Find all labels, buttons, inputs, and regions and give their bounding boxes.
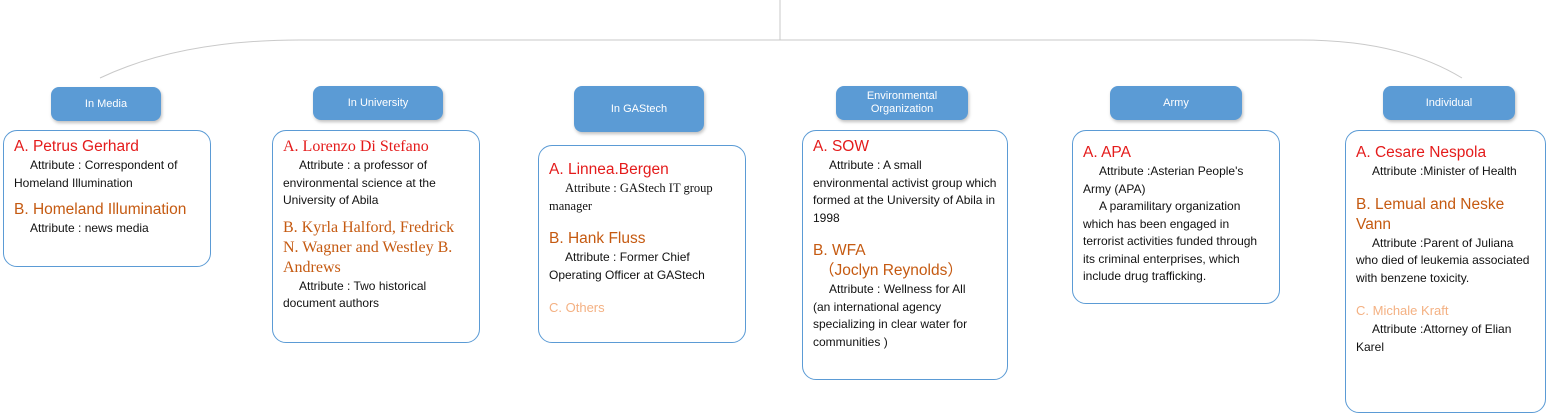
entry-name: A. Cesare Nespola xyxy=(1356,144,1487,161)
entry-name: A. Petrus Gerhard xyxy=(14,138,139,155)
entry-attribute: Attribute :Parent of Juliana who died of… xyxy=(1356,235,1530,285)
tag-in-university: In University xyxy=(313,86,443,120)
entry-name: A. SOW xyxy=(813,138,869,155)
entry-attribute: Attribute : A small environmental activi… xyxy=(813,158,997,225)
entry-name: A. APA xyxy=(1083,144,1131,161)
entry-attribute: Attribute : Wellness for All xyxy=(829,282,966,296)
entry-name: A. Lorenzo Di Stefano xyxy=(283,138,429,155)
card-in-media: A. Petrus Gerhard Attribute : Correspond… xyxy=(3,130,211,267)
entry-detail: A paramilitary organization which has be… xyxy=(1083,199,1258,283)
tag-in-media: In Media xyxy=(51,87,161,121)
entry-attribute: Attribute : a professor of environmental… xyxy=(283,158,436,207)
entry-attribute: Attribute : Two historical document auth… xyxy=(283,278,427,311)
entry-attribute: Attribute : GAStech IT group manager xyxy=(549,181,713,213)
entry-attribute: Attribute : Correspondent of Homeland Il… xyxy=(14,158,178,190)
card-army: A. APA Attribute :Asterian People's Army… xyxy=(1072,130,1280,304)
card-in-gastech: A. Linnea.Bergen Attribute : GAStech IT … xyxy=(538,145,746,343)
tag-label: In University xyxy=(347,96,409,109)
entry-name: B. Kyrla Halford, Fredrick N. Wagner and… xyxy=(283,218,455,276)
entry-attribute: Attribute :Asterian People's Army (APA) xyxy=(1083,164,1244,196)
tag-army: Army xyxy=(1110,86,1242,120)
tag-in-gastech: In GAStech xyxy=(574,86,704,132)
entry-alias: （Joclyn Reynolds） xyxy=(819,262,963,279)
entry-attribute: Attribute : news media xyxy=(30,221,149,235)
entry-name: B. Lemual and Neske Vann xyxy=(1356,195,1505,233)
entry-attribute: Attribute :Attorney of Elian Karel xyxy=(1356,322,1512,354)
entry-name: A. Linnea.Bergen xyxy=(549,161,669,178)
card-in-university: A. Lorenzo Di Stefano Attribute : a prof… xyxy=(272,130,480,343)
tag-label: Environmental Organization xyxy=(866,90,938,115)
tag-label: Army xyxy=(1163,96,1189,109)
entry-name: B. Homeland Illumination xyxy=(14,201,187,218)
entry-name: B. WFA xyxy=(813,242,866,259)
tag-environmental-organization: Environmental Organization xyxy=(836,86,968,120)
branch-arc xyxy=(99,39,1463,79)
card-environmental-organization: A. SOW Attribute : A small environmental… xyxy=(802,130,1008,380)
tag-label: In GAStech xyxy=(610,102,668,115)
entry-name: C. Others xyxy=(549,300,605,315)
tag-individual: Individual xyxy=(1383,86,1515,120)
entry-attribute: Attribute :Minister of Health xyxy=(1372,164,1517,178)
tag-label: In Media xyxy=(84,97,128,110)
entry-attribute: Attribute : Former Chief Operating Offic… xyxy=(549,250,705,282)
entry-detail: (an international agency specializing in… xyxy=(813,299,968,349)
tag-label: Individual xyxy=(1425,96,1473,109)
entry-name: C. Michale Kraft xyxy=(1356,303,1449,318)
card-individual: A. Cesare Nespola Attribute :Minister of… xyxy=(1345,130,1546,413)
entry-name: B. Hank Fluss xyxy=(549,230,646,247)
